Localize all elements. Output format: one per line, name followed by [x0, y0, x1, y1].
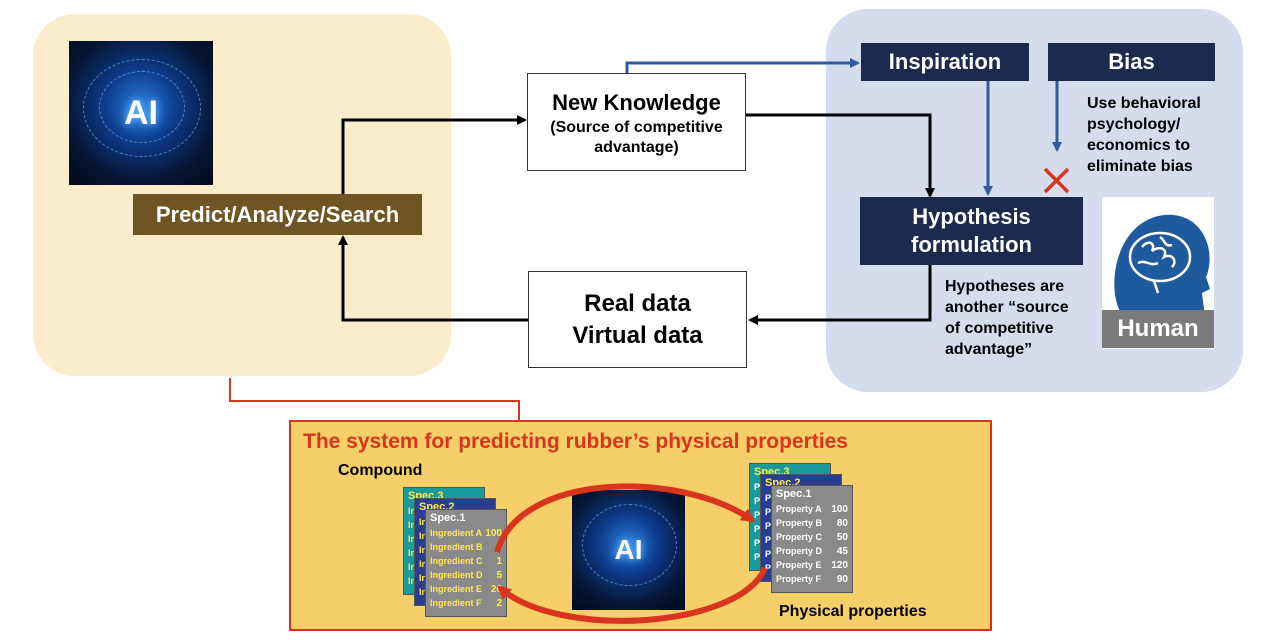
compound-row-name: Ingredient A	[430, 528, 483, 538]
compound-row: Ingredient B 8	[426, 540, 506, 554]
property-row-value: 80	[836, 518, 848, 529]
compound-row-name: Ingredient F	[430, 598, 482, 608]
compound-row-value: 8	[496, 542, 502, 553]
real-data-label: Real data	[584, 290, 691, 317]
compound-row: Ingredient C 1	[426, 554, 506, 568]
property-row: Property D 45	[772, 544, 852, 558]
data-box: Real data Virtual data	[528, 271, 747, 368]
property-row-value: 45	[836, 546, 848, 557]
property-row-name: Property C	[776, 532, 823, 542]
property-row-name: Property D	[776, 546, 823, 556]
physical-properties-label: Physical properties	[779, 603, 927, 620]
property-row-value: 50	[836, 532, 848, 543]
new-knowledge-box: New Knowledge (Source of competitive adv…	[527, 73, 746, 171]
compound-row-value: 1	[496, 556, 502, 567]
arrow-knowledge-to-inspiration	[625, 58, 860, 73]
property-row-name: Property E	[776, 560, 822, 570]
compound-row-value: 2	[496, 598, 502, 609]
compound-row-value: 20	[490, 584, 502, 595]
compound-row: Ingredient D 5	[426, 568, 506, 582]
system-ai-image: AI	[572, 490, 685, 610]
compound-row-value: 5	[496, 570, 502, 581]
property-row: Property A 100	[772, 502, 852, 516]
compound-label: Compound	[338, 462, 423, 479]
predict-label-text: Predict/Analyze/Search	[155, 201, 400, 227]
compound-row-name: Ingredient D	[430, 570, 483, 580]
property-row: Property F 90	[772, 572, 852, 586]
human-image: Human	[1102, 197, 1214, 349]
property-row-value: 120	[831, 560, 848, 571]
property-row-name: Property B	[776, 518, 823, 528]
hypothesis-label: Hypothesis formulation	[911, 204, 1032, 257]
property-row-value: 100	[831, 504, 848, 515]
bias-box: Bias	[1048, 43, 1215, 81]
arrow-knowledge-to-hypothesis	[745, 113, 935, 198]
compound-row-name: Ingredient B	[430, 542, 483, 552]
blocked-x-icon	[1043, 167, 1070, 194]
ai-brain-image: AI	[69, 41, 213, 185]
system-title: The system for predicting rubber’s physi…	[303, 430, 848, 453]
system-connector	[229, 378, 520, 421]
compound-row-name: Ingredient C	[430, 556, 483, 566]
property-row: Property E 120	[772, 558, 852, 572]
arrow-data-to-predict	[338, 235, 529, 322]
property-card-header: Spec.1	[776, 488, 812, 500]
virtual-data-label: Virtual data	[572, 322, 703, 349]
property-row: Property B 80	[772, 516, 852, 530]
compound-row: Ingredient E 20	[426, 582, 506, 596]
human-label: Human	[1117, 315, 1199, 342]
predict-analyze-search-label: Predict/Analyze/Search	[133, 194, 422, 235]
inspiration-box: Inspiration	[861, 43, 1029, 81]
property-row-name: Property F	[776, 574, 822, 584]
compound-card-header: Spec.1	[430, 512, 466, 524]
property-row: Property C 50	[772, 530, 852, 544]
compound-row-value: 100	[485, 528, 502, 539]
compound-row-name: Ingredient E	[430, 584, 483, 594]
hypothesis-box: Hypothesis formulation	[860, 197, 1083, 265]
bias-note: Use behavioral psychology/ economics to …	[1087, 95, 1201, 175]
arrow-predict-to-knowledge	[341, 115, 527, 194]
ai-badge-text: AI	[124, 93, 158, 132]
hypothesis-note: Hypotheses are another “source of compet…	[945, 278, 1069, 358]
inspiration-label: Inspiration	[888, 49, 1002, 74]
property-row-value: 90	[836, 574, 848, 585]
system-ai-badge-text: AI	[614, 534, 643, 565]
bias-label: Bias	[1108, 49, 1155, 74]
new-knowledge-subtitle: (Source of competitive advantage)	[550, 119, 723, 156]
arrow-hypothesis-to-data	[748, 265, 932, 325]
new-knowledge-title: New Knowledge	[552, 90, 721, 115]
compound-row: Ingredient F 2	[426, 596, 506, 610]
human-label-bar: Human	[1102, 310, 1214, 348]
property-row-name: Property A	[776, 504, 822, 514]
